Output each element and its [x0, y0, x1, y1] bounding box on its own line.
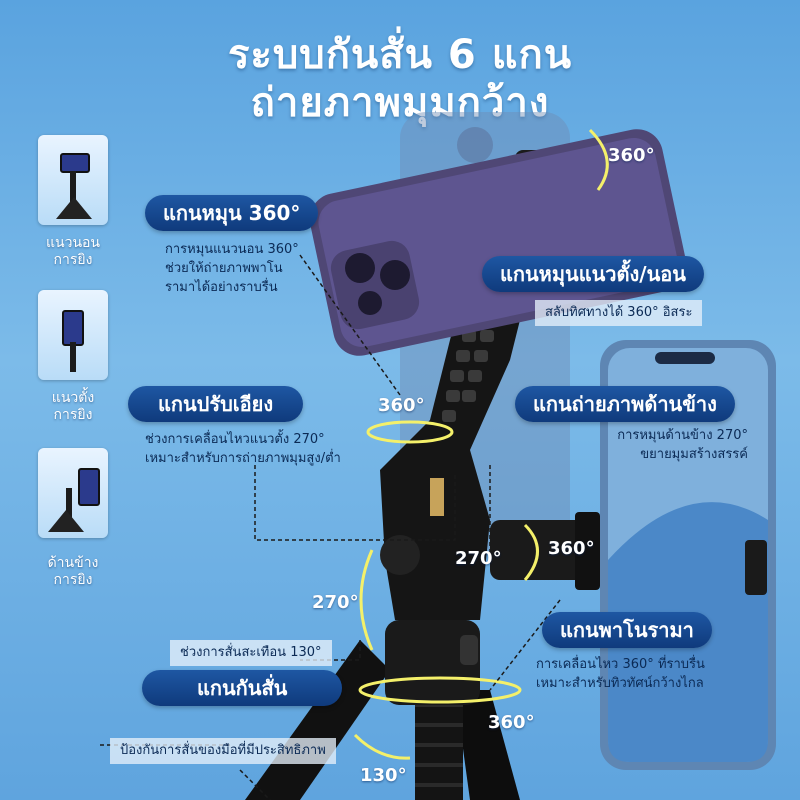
gimbal-arm — [380, 230, 540, 620]
degree-top: 360° — [608, 145, 655, 166]
label-rotate-360: แกนหมุน 360° — [145, 195, 319, 231]
degree-left-arm: 270° — [312, 592, 359, 613]
mount-screw — [430, 478, 444, 516]
desc-rotate-360: การหมุนแนวนอน 360° ช่วยให้ถ่ายภาพพาโน รา… — [165, 242, 299, 295]
label-vertical-horizontal: แกนหมุนแนวตั้ง/นอน — [482, 256, 704, 292]
thumb-caption-landscape: แนวนอนการยิง — [45, 235, 100, 268]
thumb-landscape — [38, 135, 108, 225]
tripod-leg-right — [455, 690, 520, 800]
rotation-arrows — [353, 128, 609, 760]
main-subtitle: ถ่ายภาพมุมกว้าง — [250, 80, 550, 126]
base-knob — [460, 635, 478, 665]
degree-side-left: 270° — [455, 548, 502, 569]
degree-base: 130° — [360, 765, 407, 786]
main-title: ระบบกันสั่น 6 แกน — [227, 32, 573, 78]
base-cylinder — [385, 620, 480, 705]
strip-stabilizer-desc: ป้องกันการสั่นของมือที่มีประสิทธิภาพ — [110, 738, 336, 764]
degree-side-right: 360° — [548, 538, 595, 559]
label-stabilizer: แกนกันสั่น — [142, 670, 343, 706]
desc-tilt: ช่วงการเคลื่อนไหวแนวตั้ง 270° เหมาะสำหรั… — [145, 432, 341, 466]
strip-vertical-horizontal: สลับทิศทางได้ 360° อิสระ — [535, 300, 703, 326]
desc-side: การหมุนด้านข้าง 270° ขยายมุมสร้างสรรค์ — [617, 428, 748, 462]
main-phone — [309, 129, 687, 356]
side-knob — [380, 535, 420, 575]
strip-stabilizer-range: ช่วงการสั่นสะเทือน 130° — [170, 640, 332, 666]
right-phone — [600, 340, 776, 770]
thumb-caption-portrait: แนวตั้งการยิง — [51, 390, 95, 423]
thumb-side — [38, 448, 108, 538]
label-tilt: แกนปรับเอียง — [128, 386, 304, 422]
side-clamp-jaw — [575, 512, 600, 590]
label-panorama: แกนพาโนรามา — [542, 612, 712, 648]
degree-tilt: 360° — [378, 395, 425, 416]
degree-pan: 360° — [488, 712, 535, 733]
desc-panorama: การเคลื่อนไหว 360° ที่ราบรื่น เหมาะสำหรั… — [536, 657, 705, 691]
label-side: แกนถ่ายภาพด้านข้าง — [515, 386, 735, 422]
ghost-lens — [457, 127, 493, 163]
thumb-portrait — [38, 290, 108, 380]
thumb-caption-side: ด้านข้างการยิง — [47, 555, 99, 588]
